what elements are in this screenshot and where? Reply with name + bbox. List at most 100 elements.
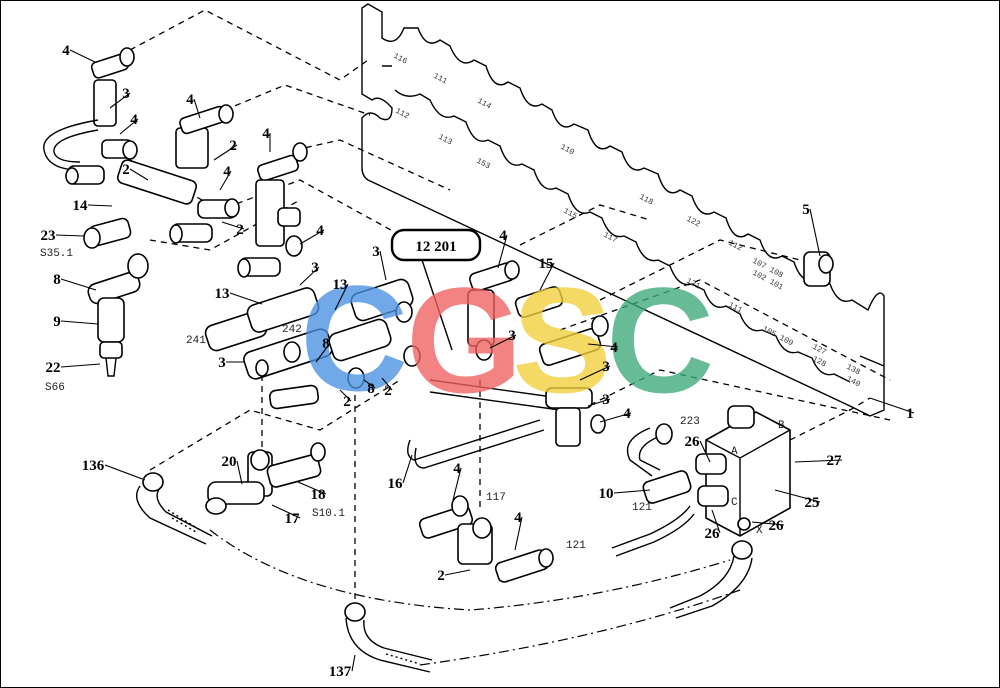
callout-c-3b: 3	[372, 244, 387, 281]
code-s-s66: S66	[45, 382, 65, 394]
callout-c-20: 20	[222, 454, 243, 485]
callout-c-15: 15	[539, 256, 555, 291]
callout-leader	[579, 365, 611, 381]
callout-label: 10	[599, 486, 614, 502]
callout-leader	[119, 118, 139, 135]
hose-136	[136, 472, 213, 545]
plate-p-128: 128	[811, 355, 828, 370]
callout-leader	[271, 504, 301, 519]
callout-c-27: 27	[794, 453, 843, 469]
reference-box: 12 201	[390, 228, 482, 351]
plate-p-112: 112	[394, 107, 411, 122]
callout-leader	[104, 464, 146, 481]
callout-leader	[60, 363, 101, 368]
callout-leader	[69, 49, 96, 63]
callout-c-2f: 2	[437, 568, 471, 584]
callout-label: 8	[322, 336, 330, 352]
callout-c-136: 136	[82, 458, 146, 481]
callout-leader	[299, 229, 325, 245]
callout-label: 4	[499, 228, 507, 244]
valve-block-25	[611, 405, 791, 619]
reference-box-outline	[390, 228, 482, 262]
callout-label: 3	[508, 328, 516, 344]
callout-leader	[315, 342, 331, 363]
callout-label: 18	[311, 487, 326, 503]
callout-label: 16	[388, 476, 404, 492]
callout-label: 14	[73, 198, 89, 214]
callout-c-8c: 8	[363, 379, 376, 397]
callout-c-25: 25	[774, 489, 821, 511]
callout-leader	[60, 278, 97, 291]
callout-leader	[213, 144, 238, 161]
callout-label: 2	[437, 568, 445, 584]
watermark-letter: G	[406, 256, 523, 424]
callout-label: 3	[602, 359, 610, 375]
callout-c-3c: 3	[299, 260, 320, 286]
callout-label: 4	[453, 461, 461, 477]
callout-c-26c: 26	[751, 518, 785, 534]
callout-leader	[587, 398, 611, 407]
callout-c-13a: 13	[215, 286, 263, 305]
code-s-121b: 121	[632, 502, 652, 514]
watermark-letter: S	[512, 256, 612, 424]
center-right-fittings	[429, 260, 609, 447]
callout-label: 8	[53, 272, 61, 288]
callout-label: 22	[46, 360, 61, 376]
code-s-121a: 121	[566, 540, 586, 552]
callout-c-137: 137	[329, 654, 356, 680]
code-s-C: C	[731, 497, 738, 509]
callout-c-14: 14	[73, 198, 113, 214]
callout-leader	[751, 521, 785, 526]
callout-label: 25	[805, 495, 820, 511]
callout-leader	[444, 569, 471, 576]
plate-p-140: 140	[845, 375, 862, 390]
code-s-A: A	[731, 446, 738, 458]
plate-p-127: 127	[811, 343, 828, 358]
callout-label: 26	[685, 434, 701, 450]
callout-c-8a: 8	[53, 272, 97, 291]
callout-label: 2	[236, 222, 244, 238]
callout-leader	[297, 481, 327, 495]
callout-leader	[299, 266, 320, 286]
callout-label: 9	[53, 314, 61, 330]
callout-c-17: 17	[271, 504, 301, 527]
callout-leader	[87, 204, 113, 207]
callout-c-4f: 4	[299, 223, 325, 245]
callout-label: 20	[222, 454, 237, 470]
callout-label: 4	[514, 510, 522, 526]
callout-c-4i: 4	[599, 406, 632, 423]
callout-label: 4	[610, 340, 618, 356]
callout-label: 4	[130, 112, 138, 128]
callout-leader	[109, 92, 131, 109]
callout-leader	[60, 320, 99, 325]
plate-p-122: 122	[685, 215, 702, 230]
callout-label: 17	[285, 511, 301, 527]
callout-c-4h: 4	[587, 340, 618, 356]
code-s-223: 223	[680, 416, 700, 428]
callout-c-9: 9	[53, 314, 99, 330]
code-s-X: X	[756, 525, 763, 537]
callout-c-2e: 2	[381, 377, 393, 399]
callout-label: 136	[82, 458, 105, 474]
hose-137	[344, 602, 433, 673]
callout-label: 2	[229, 138, 237, 154]
tee-cluster-left	[43, 47, 240, 249]
callout-leader	[339, 389, 352, 402]
callout-label: 3	[122, 86, 130, 102]
callout-c-10: 10	[599, 486, 651, 502]
callout-leader	[699, 440, 711, 463]
plate-p-113: 113	[437, 133, 454, 148]
callout-label: 3	[218, 355, 226, 371]
callout-c-2b: 2	[122, 162, 149, 181]
callout-label: 23	[41, 228, 56, 244]
plate-p-153: 153	[475, 157, 492, 172]
callout-c-18: 18	[297, 481, 327, 503]
callout-leader	[219, 170, 232, 191]
plate-p-118: 118	[638, 193, 655, 208]
callout-leader	[599, 412, 632, 423]
callout-leader	[334, 283, 349, 311]
